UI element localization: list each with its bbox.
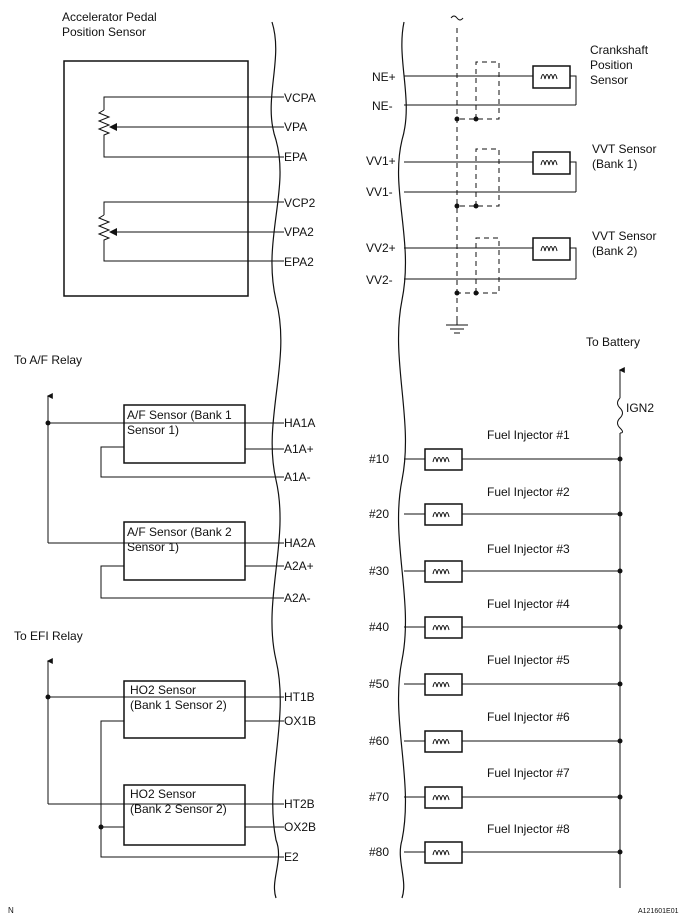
injector-row: Fuel Injector #6 #60 [369, 710, 623, 753]
to-battery-label: To Battery [586, 335, 640, 349]
corner-mark-left: N [8, 906, 14, 915]
pin-vpa2: VPA2 [284, 225, 314, 239]
injector-3-label: Fuel Injector #3 [487, 542, 570, 556]
vvt2-label-2: (Bank 2) [592, 244, 637, 258]
pin-30: #30 [369, 564, 389, 578]
af-sensor-bank2-box [123, 521, 246, 581]
injector-row: Fuel Injector #3 #30 [369, 542, 623, 583]
injector-row: Fuel Injector #4 #40 [369, 597, 623, 639]
pin-vcp2: VCP2 [284, 196, 316, 210]
to-efi-relay-label: To EFI Relay [14, 629, 83, 643]
pin-70: #70 [369, 790, 389, 804]
injector-row: Fuel Injector #7 #70 [369, 766, 623, 809]
ign2-label: IGN2 [626, 401, 654, 415]
pin-ox2b: OX2B [284, 820, 316, 834]
pin-ha1a: HA1A [284, 416, 315, 430]
af-sensor-bank1-label-2: Sensor 1) [127, 423, 179, 437]
pin-ha2a: HA2A [284, 536, 315, 550]
pin-a2a-minus: A2A- [284, 591, 311, 605]
pin-40: #40 [369, 620, 389, 634]
corner-mark-right: A121601E01 [638, 908, 679, 915]
injector-row: Fuel Injector #2 #20 [369, 485, 623, 526]
injector-8-label: Fuel Injector #8 [487, 822, 570, 836]
pin-ne-minus: NE- [372, 99, 393, 113]
pin-50: #50 [369, 677, 389, 691]
injector-1-label: Fuel Injector #1 [487, 428, 570, 442]
crank-sensor-label-3: Sensor [590, 73, 628, 87]
pin-epa: EPA [284, 150, 307, 164]
to-af-relay-label: To A/F Relay [14, 353, 82, 367]
pin-20: #20 [369, 507, 389, 521]
injector-row: Fuel Injector #1 #10 [369, 428, 623, 471]
ho2-sensor-bank1-label-1: HO2 Sensor [130, 683, 196, 697]
af-sensor-bank2-label-2: Sensor 1) [127, 540, 179, 554]
app-sensor-box [63, 60, 249, 297]
pin-ne-plus: NE+ [372, 70, 396, 84]
pin-ox1b: OX1B [284, 714, 316, 728]
vvt1-label-2: (Bank 1) [592, 157, 637, 171]
injector-row: Fuel Injector #5 #50 [369, 653, 623, 696]
pin-vcpa: VCPA [284, 91, 316, 105]
ho2-sensor-bank1-box [123, 680, 246, 739]
pin-e2: E2 [284, 850, 299, 864]
ecm-right-edge [397, 21, 407, 899]
pin-ht2b: HT2B [284, 797, 315, 811]
app-sensor-label-1: Accelerator Pedal [62, 10, 157, 24]
pin-vv1-minus: VV1- [366, 185, 393, 199]
ho2-sensor-bank2-label-1: HO2 Sensor [130, 787, 196, 801]
injector-row: Fuel Injector #8 #80 [369, 822, 623, 864]
pin-vpa: VPA [284, 120, 307, 134]
af-sensor-bank1-label-1: A/F Sensor (Bank 1 [127, 408, 232, 422]
ho2-sensor-bank1-label-2: (Bank 1 Sensor 2) [130, 698, 227, 712]
crank-sensor-label-2: Position [590, 58, 633, 72]
pin-vv2-plus: VV2+ [366, 241, 396, 255]
vvt2-label-1: VVT Sensor [592, 229, 656, 243]
af-sensor-bank2-label-1: A/F Sensor (Bank 2 [127, 525, 232, 539]
pin-80: #80 [369, 845, 389, 859]
ecm-left-edge [270, 21, 282, 899]
ho2-sensor-bank2-label-2: (Bank 2 Sensor 2) [130, 802, 227, 816]
pin-10: #10 [369, 452, 389, 466]
pin-a2a-plus: A2A+ [284, 559, 314, 573]
injector-2-label: Fuel Injector #2 [487, 485, 570, 499]
pin-a1a-plus: A1A+ [284, 442, 314, 456]
pin-epa2: EPA2 [284, 255, 314, 269]
injector-5-label: Fuel Injector #5 [487, 653, 570, 667]
injector-7-label: Fuel Injector #7 [487, 766, 570, 780]
pin-a1a-minus: A1A- [284, 470, 311, 484]
af-sensor-bank1-box [123, 404, 246, 464]
ho2-sensor-bank2-box [123, 784, 246, 846]
vvt1-label-1: VVT Sensor [592, 142, 656, 156]
injector-6-label: Fuel Injector #6 [487, 710, 570, 724]
pin-60: #60 [369, 734, 389, 748]
pin-vv2-minus: VV2- [366, 273, 393, 287]
crank-sensor-label-1: Crankshaft [590, 43, 649, 57]
pin-vv1-plus: VV1+ [366, 154, 396, 168]
pin-ht1b: HT1B [284, 690, 315, 704]
injector-4-label: Fuel Injector #4 [487, 597, 570, 611]
app-sensor-label-2: Position Sensor [62, 25, 146, 39]
